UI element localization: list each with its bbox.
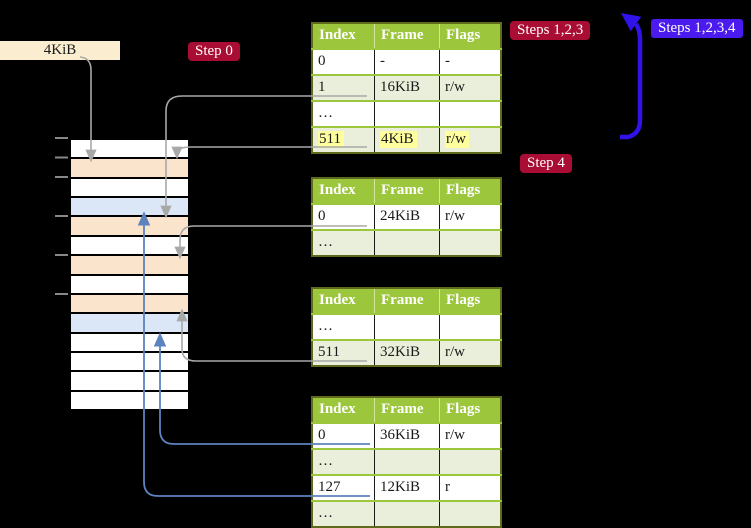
table-cell bbox=[439, 500, 501, 527]
stack-row-6 bbox=[71, 236, 188, 257]
highlighted-value: 511 bbox=[318, 130, 344, 148]
table-cell: 36KiB bbox=[374, 422, 440, 449]
highlighted-value: 4KiB bbox=[380, 130, 417, 148]
column-header: Frame bbox=[374, 397, 440, 423]
table-cell: 0 bbox=[312, 422, 375, 449]
stack-row-11 bbox=[71, 333, 188, 353]
table-cell: r/w bbox=[439, 74, 501, 101]
stack-row-8 bbox=[71, 275, 188, 295]
table-row: 0-- bbox=[312, 48, 501, 75]
column-header: Flags bbox=[439, 23, 501, 49]
table-cell: r bbox=[439, 474, 501, 501]
column-header: Index bbox=[312, 288, 375, 314]
page-size-label: 4KiB bbox=[0, 41, 120, 60]
table-cell: 24KiB bbox=[374, 203, 440, 230]
table-cell: … bbox=[312, 100, 375, 127]
table-cell bbox=[374, 313, 440, 340]
stack-row-13 bbox=[71, 372, 188, 392]
column-header: Index bbox=[312, 23, 375, 49]
step-4-badge: Step 4 bbox=[520, 154, 572, 173]
stack-tick-marks bbox=[55, 137, 68, 295]
stack-row-5 bbox=[71, 217, 188, 237]
stack-row-9 bbox=[71, 294, 188, 315]
table-cell bbox=[374, 229, 440, 256]
big-steps-arrow bbox=[620, 22, 643, 140]
table-cell: r/w bbox=[439, 203, 501, 230]
table-cell: 4KiB bbox=[374, 126, 440, 153]
table-row: … bbox=[312, 313, 501, 340]
table-cell bbox=[374, 500, 440, 527]
steps-1234-badge: Steps 1,2,3,4 bbox=[651, 19, 743, 38]
table-cell bbox=[439, 448, 501, 475]
table-cell: 127 bbox=[312, 474, 375, 501]
stack-row-4 bbox=[71, 198, 188, 218]
column-header: Index bbox=[312, 397, 375, 423]
table-cell: 32KiB bbox=[374, 339, 440, 366]
table-row: 511 4KiB r/w bbox=[312, 126, 501, 153]
table-cell bbox=[439, 313, 501, 340]
table-row: … bbox=[312, 100, 501, 127]
column-header: Frame bbox=[374, 178, 440, 204]
table-cell: - bbox=[439, 48, 501, 75]
column-header: Flags bbox=[439, 178, 501, 204]
table-cell: r/w bbox=[439, 422, 501, 449]
table-cell bbox=[374, 448, 440, 475]
table-cell: … bbox=[312, 313, 375, 340]
column-header: Frame bbox=[374, 23, 440, 49]
stack-row-12 bbox=[71, 352, 188, 373]
stack-row-14 bbox=[71, 391, 188, 410]
table-cell: - bbox=[374, 48, 440, 75]
table-cell: 511 bbox=[312, 339, 375, 366]
table-cell: 0 bbox=[312, 203, 375, 230]
table-cell: 1 bbox=[312, 74, 375, 101]
big-steps-arrowhead bbox=[621, 13, 642, 32]
physical-memory-stack bbox=[69, 138, 190, 411]
stack-row-2 bbox=[71, 159, 188, 179]
column-header: Flags bbox=[439, 397, 501, 423]
table-cell: 511 bbox=[312, 126, 375, 153]
column-header: Flags bbox=[439, 288, 501, 314]
column-header: Frame bbox=[374, 288, 440, 314]
step-0-badge: Step 0 bbox=[188, 42, 240, 61]
table-cell: 16KiB bbox=[374, 74, 440, 101]
table-cell: r/w bbox=[439, 126, 501, 153]
steps-123-badge: Steps 1,2,3 bbox=[510, 21, 591, 40]
table-row: … bbox=[312, 229, 501, 256]
stack-row-1 bbox=[71, 140, 188, 160]
stack-row-3 bbox=[71, 178, 188, 199]
table-cell: 0 bbox=[312, 48, 375, 75]
table-row: … bbox=[312, 448, 501, 475]
table-cell: r/w bbox=[439, 339, 501, 366]
table-row: … bbox=[312, 500, 501, 527]
table-cell bbox=[439, 229, 501, 256]
stack-row-10 bbox=[71, 314, 188, 334]
stack-row-7 bbox=[71, 256, 188, 276]
table-cell: 12KiB bbox=[374, 474, 440, 501]
table-cell: … bbox=[312, 229, 375, 256]
table-cell: … bbox=[312, 500, 375, 527]
highlighted-value: r/w bbox=[445, 130, 469, 148]
table-cell bbox=[374, 100, 440, 127]
column-header: Index bbox=[312, 178, 375, 204]
table-cell bbox=[439, 100, 501, 127]
table-cell: … bbox=[312, 448, 375, 475]
